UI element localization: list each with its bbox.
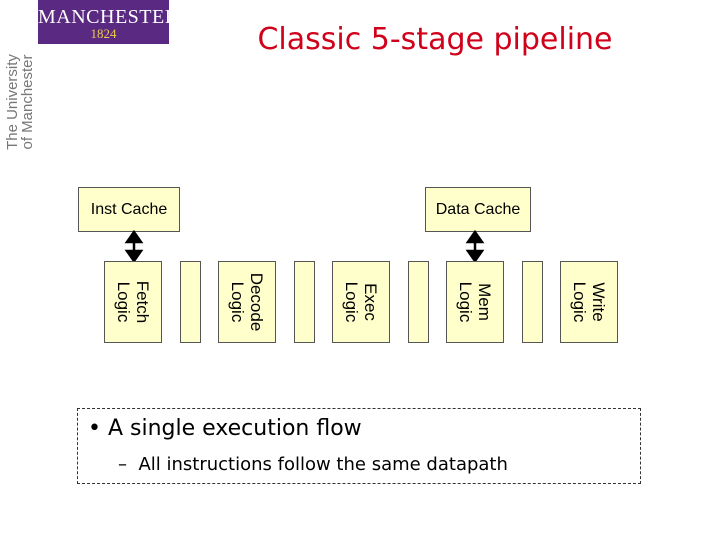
logo-name: MANCHESTER	[38, 6, 179, 28]
data-cache-label: Data Cache	[435, 200, 521, 218]
bullet-main: • A single execution flow	[88, 416, 362, 441]
data-cache-box: Data Cache	[425, 187, 531, 232]
slide-title: Classic 5-stage pipeline	[257, 22, 613, 57]
inst-cache-arrow-head-up	[124, 229, 144, 244]
pipeline-latch-2	[294, 261, 315, 343]
bullet-dash: –	[118, 454, 139, 475]
pipeline-latch-1	[180, 261, 201, 343]
inst-cache-label: Inst Cache	[90, 200, 168, 218]
bullet-box	[77, 408, 641, 484]
bullet-sub-text: All instructions follow the same datapat…	[138, 454, 508, 475]
logo-year: 1824	[90, 26, 117, 41]
university-logo: MANCHESTER 1824	[38, 0, 179, 44]
inst-cache-box: Inst Cache	[78, 187, 180, 232]
bullet-sub: – All instructions follow the same datap…	[118, 454, 508, 475]
data-cache-arrow-head-down	[465, 249, 485, 264]
pipeline-latch-3	[408, 261, 429, 343]
data-cache-arrow-head-up	[465, 229, 485, 244]
inst-cache-arrow-head-down	[124, 249, 144, 264]
bullet-dot: •	[88, 416, 108, 441]
bullet-main-text: A single execution flow	[107, 416, 362, 441]
pipeline-latch-4	[522, 261, 543, 343]
